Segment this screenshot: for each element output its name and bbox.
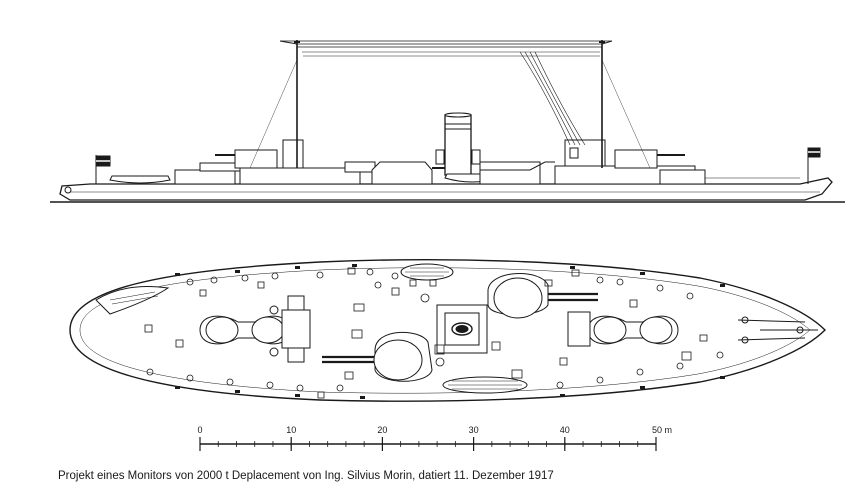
boat-lower <box>442 376 528 394</box>
jack-flag-icon <box>807 147 821 184</box>
deck-chocks <box>175 264 725 399</box>
figure-caption: Projekt eines Monitors von 2000 t Deplac… <box>58 470 554 482</box>
boat-aft <box>95 286 170 315</box>
hull-profile <box>59 177 833 201</box>
aft-turret-plan <box>199 315 291 345</box>
scale-tick-label: 40 <box>560 425 570 435</box>
midship-turret-plan <box>322 331 433 382</box>
scale-tick-label: 50 m <box>652 425 672 435</box>
scale-major-ticks <box>199 437 657 451</box>
aft-bridge-side <box>282 139 304 169</box>
side-elevation <box>50 40 845 203</box>
antenna-lead-in <box>519 51 571 146</box>
scale-bar: 0 10 20 30 40 50 m <box>197 425 672 451</box>
scale-tick-label: 20 <box>377 425 387 435</box>
scale-tick-label: 10 <box>286 425 296 435</box>
fwd-turret-side <box>614 149 658 169</box>
fwd-turret-plan <box>587 315 679 345</box>
aft-turret-side <box>234 149 278 169</box>
flag-icon <box>95 155 111 184</box>
scale-tick-label: 0 <box>197 425 202 435</box>
funnel-plan <box>436 304 488 354</box>
fwd-turret-plan-upper <box>487 273 598 319</box>
funnel <box>444 114 472 176</box>
deck-fittings <box>144 267 708 399</box>
midship-turret-side <box>371 161 433 185</box>
anchor-gear <box>737 316 818 344</box>
scale-tick-label: 30 <box>469 425 479 435</box>
scale-tick-labels: 0 10 20 30 40 50 m <box>197 425 672 435</box>
bollards <box>146 268 724 392</box>
deck-boat-aft <box>109 175 171 184</box>
aft-bridge-plan <box>281 309 311 349</box>
boat-upper <box>400 263 454 281</box>
deck-plan <box>69 259 826 402</box>
anchor-icon <box>64 186 72 194</box>
fwd-bridge-plan <box>567 311 591 347</box>
